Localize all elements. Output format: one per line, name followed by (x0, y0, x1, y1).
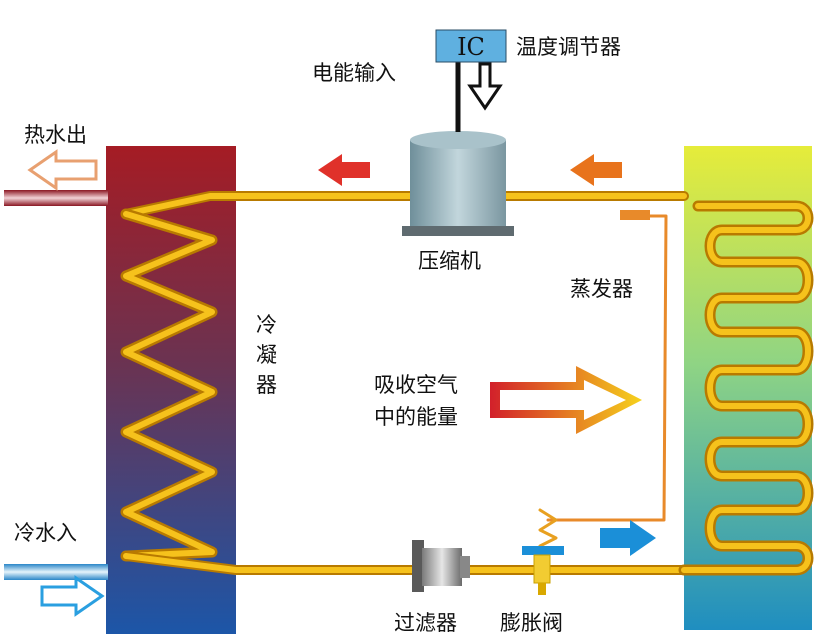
hot-water-out-label: 热水出 (24, 123, 87, 147)
hot-water-pipe (4, 190, 108, 206)
power-input-arrow (467, 62, 503, 111)
cold-refrigerant-arrow (600, 520, 656, 556)
controller-box (435, 29, 507, 63)
refrigerant-pipes (120, 191, 814, 576)
cold-water-in-label: 冷水入 (14, 521, 77, 545)
power-input-label: 电能输入 (312, 61, 396, 85)
temperature-regulator-label: 温度调节器 (516, 35, 621, 59)
absorb-energy-label-line1: 吸收空气 (374, 373, 458, 397)
evaporator-label: 蒸发器 (570, 277, 633, 301)
warm-refrigerant-arrow (570, 154, 622, 186)
controller-label: IC (457, 33, 485, 61)
cold-water-in-arrow (40, 575, 105, 617)
compressor (402, 131, 514, 236)
hot-water-out-arrow (27, 149, 98, 191)
condenser-label-char2: 凝 (256, 343, 277, 367)
evaporator-nozzle (620, 210, 650, 220)
compressor-label: 压缩机 (418, 249, 481, 273)
absorb-arrow-inner (500, 380, 626, 420)
condenser-label-char1: 冷 (256, 313, 277, 337)
cold-water-pipe (4, 564, 108, 580)
filter-label: 过滤器 (394, 611, 457, 635)
absorb-energy-label-line2: 中的能量 (374, 405, 458, 429)
condenser-label-char3: 器 (256, 373, 277, 397)
expansion-valve-label: 膨胀阀 (500, 611, 563, 635)
expansion-valve (522, 546, 564, 595)
hot-refrigerant-arrow (318, 154, 370, 186)
evaporator-tank (684, 146, 812, 630)
filter (412, 540, 470, 592)
